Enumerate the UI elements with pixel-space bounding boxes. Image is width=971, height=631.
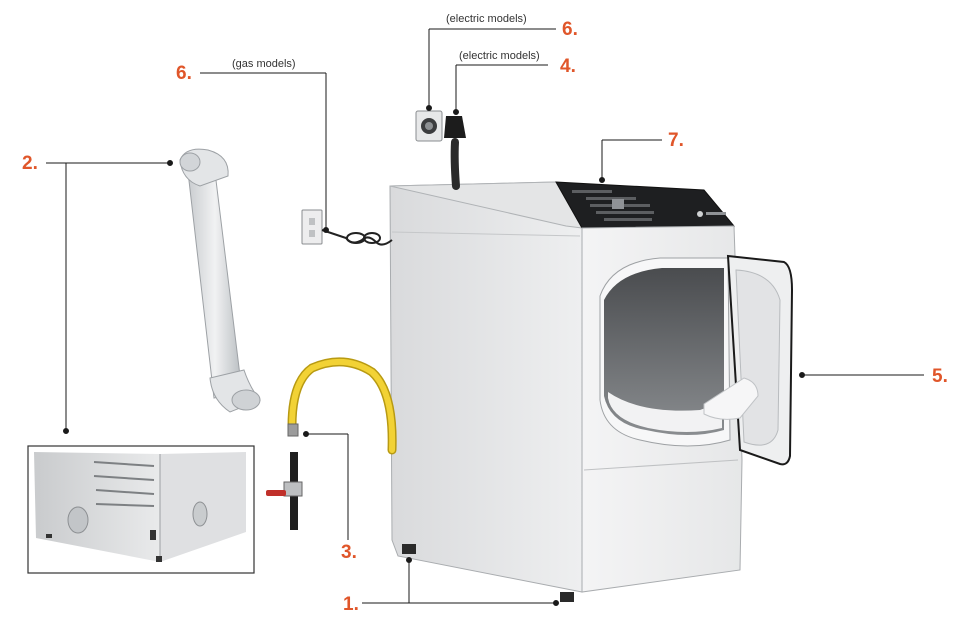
gas-shutoff-valve	[266, 452, 303, 530]
dryer-door	[703, 254, 794, 466]
rear-view-inset	[27, 445, 255, 574]
callout-4-note: (electric models)	[459, 50, 540, 62]
dryer	[389, 181, 794, 602]
electric-receptacle	[415, 110, 443, 142]
callout-5-label: 5.	[932, 366, 948, 387]
callout-4-label: 4.	[560, 56, 576, 77]
control-panel-buttons	[572, 190, 654, 221]
gas-supply-line	[287, 357, 397, 455]
callout-3-label: 3.	[341, 542, 357, 563]
power-cord	[444, 116, 466, 190]
callout-7-label: 7.	[668, 130, 684, 151]
leader-lines	[46, 28, 924, 606]
leveling-leg-front	[560, 592, 574, 602]
power-plug	[444, 116, 466, 138]
callout-6-gas-label: 6.	[176, 63, 192, 84]
exhaust-duct	[179, 148, 261, 413]
callout-2-label: 2.	[22, 153, 38, 174]
gas-model-outlet	[301, 209, 393, 246]
callout-6-electric-label: 6.	[562, 19, 578, 40]
callout-6-electric-note: (electric models)	[446, 13, 527, 25]
callout-1-label: 1.	[343, 594, 359, 615]
callout-6-gas-note: (gas models)	[232, 58, 296, 70]
leveling-leg-rear	[402, 544, 416, 554]
